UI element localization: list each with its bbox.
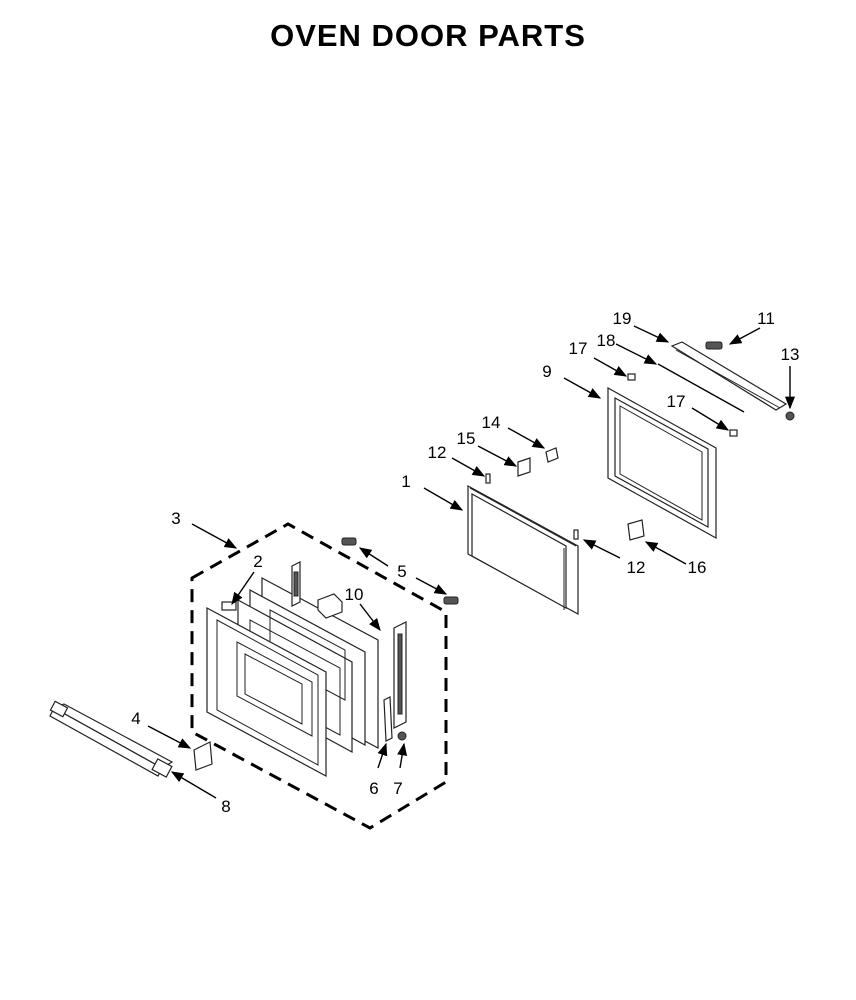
pad-17-lower (729, 429, 738, 437)
center-bracket (317, 593, 343, 619)
page-title: OVEN DOOR PARTS (270, 18, 586, 53)
top-trim-19 (670, 341, 788, 411)
callout-8: 8 (221, 797, 230, 816)
callout-3: 3 (171, 509, 180, 528)
hinge-lever-6 (383, 696, 393, 742)
block-15 (517, 457, 531, 477)
door-hinge-left (291, 561, 301, 607)
callout-2: 2 (253, 552, 262, 571)
inner-door-panel (467, 484, 579, 616)
callout-4: 4 (131, 709, 140, 728)
callout-10: 10 (345, 585, 364, 604)
callout-19: 19 (613, 309, 632, 328)
door-assembly-outline (190, 522, 448, 830)
callout-12-upper: 12 (428, 443, 447, 462)
outer-door-frame (206, 606, 327, 778)
clip-12-upper (485, 473, 491, 484)
callout-18: 18 (597, 331, 616, 350)
block-16 (627, 519, 645, 541)
pad-17-upper (627, 373, 636, 381)
callout-9: 9 (542, 362, 551, 381)
screw-13 (785, 411, 795, 421)
callout-5: 5 (397, 562, 406, 581)
screw-11 (705, 341, 723, 350)
clip-12-lower (573, 529, 579, 540)
callout-7: 7 (393, 779, 402, 798)
door-handle (49, 700, 174, 778)
door-hinge-right (393, 621, 407, 729)
callout-17-upper: 17 (569, 339, 588, 358)
callout-16: 16 (688, 558, 707, 577)
glass-pack-9 (607, 386, 717, 540)
callout-13: 13 (781, 345, 800, 364)
leader-lines (147, 325, 796, 799)
callout-1: 1 (401, 472, 410, 491)
callout-14: 14 (482, 413, 501, 432)
callout-6: 6 (369, 779, 378, 798)
gasket-18 (657, 363, 745, 413)
callout-15: 15 (457, 429, 476, 448)
callout-11: 11 (757, 309, 775, 328)
callout-17-lower: 17 (667, 392, 686, 411)
vent-tab-4 (193, 741, 213, 771)
screw-5-upper (341, 537, 357, 546)
bracket-14 (545, 447, 559, 463)
screw-5-lower (443, 596, 459, 605)
label-2 (221, 601, 237, 611)
screw-7 (397, 731, 407, 741)
callout-12-lower: 12 (627, 558, 646, 577)
